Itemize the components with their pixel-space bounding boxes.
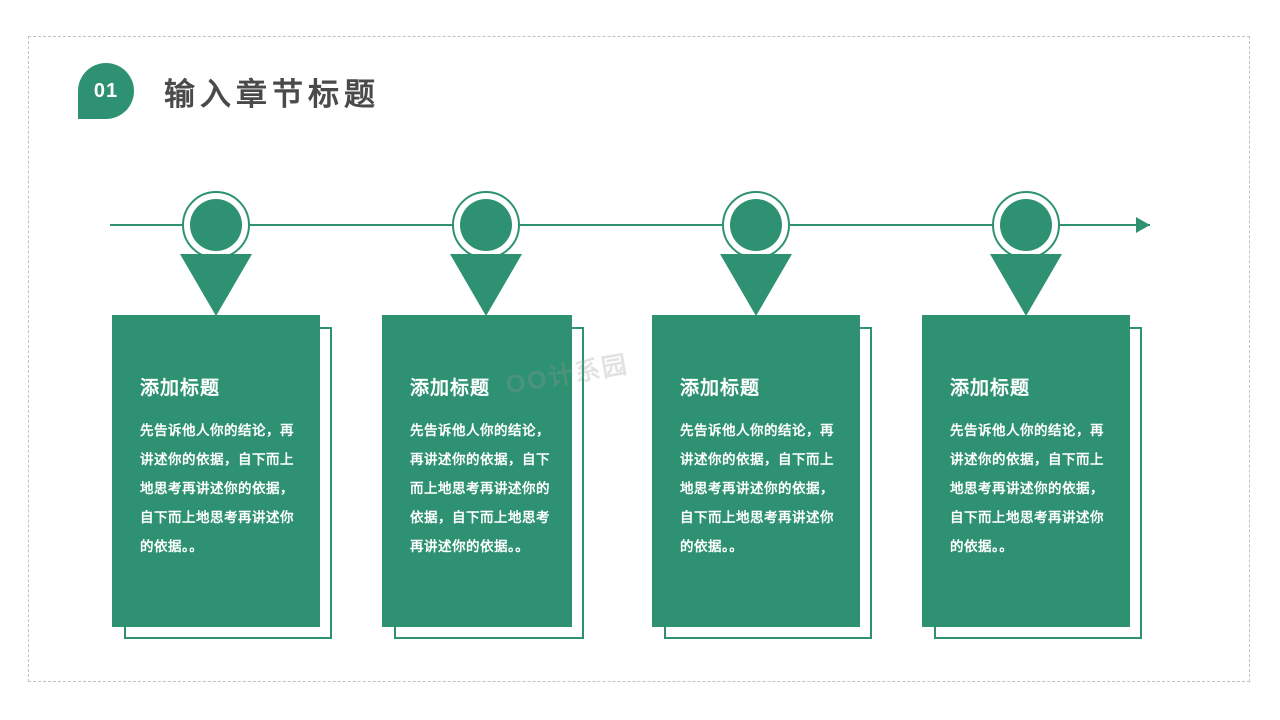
timeline-node-dot-icon [1000, 199, 1052, 251]
timeline-axis [110, 224, 1150, 226]
timeline-arrow-icon [1136, 217, 1150, 233]
card-title: 添加标题 [950, 378, 1031, 399]
timeline-node-4[interactable] [992, 191, 1060, 259]
card-1[interactable]: 添加标题 先告诉他人你的结论，再讲述你的依据，自下而上地思考再讲述你的依据，自下… [112, 315, 320, 627]
timeline-node-dot-icon [460, 199, 512, 251]
slide-dashed-border [28, 36, 1250, 682]
timeline-node-2[interactable] [452, 191, 520, 259]
timeline-node-dot-icon [190, 199, 242, 251]
card-3[interactable]: 添加标题 先告诉他人你的结论，再讲述你的依据，自下而上地思考再讲述你的依据，自下… [652, 315, 860, 627]
card-pointer-1 [180, 254, 252, 316]
section-number-badge: 01 [78, 63, 134, 119]
page-title: 输入章节标题 [164, 76, 380, 112]
timeline-node-3[interactable] [722, 191, 790, 259]
card-pointer-4 [990, 254, 1062, 316]
card-title: 添加标题 [680, 378, 761, 399]
card-4[interactable]: 添加标题 先告诉他人你的结论，再讲述你的依据，自下而上地思考再讲述你的依据，自下… [922, 315, 1130, 627]
card-body: 先告诉他人你的结论，再讲述你的依据，自下而上地思考再讲述你的依据，自下而上地思考… [140, 423, 294, 555]
timeline-node-dot-icon [730, 199, 782, 251]
card-pointer-2 [450, 254, 522, 316]
card-title: 添加标题 [410, 378, 491, 399]
card-body: 先告诉他人你的结论，再讲述你的依据，自下而上地思考再讲述你的依据，自下而上地思考… [680, 423, 834, 555]
timeline-node-1[interactable] [182, 191, 250, 259]
card-body: 先告诉他人你的结论，再讲述你的依据，自下而上地思考再讲述你的依据，自下而上地思考… [410, 423, 550, 555]
card-pointer-3 [720, 254, 792, 316]
card-body: 先告诉他人你的结论，再讲述你的依据，自下而上地思考再讲述你的依据，自下而上地思考… [950, 423, 1104, 555]
card-title: 添加标题 [140, 378, 221, 399]
card-2[interactable]: 添加标题 先告诉他人你的结论，再讲述你的依据，自下而上地思考再讲述你的依据，自下… [382, 315, 572, 627]
slide-header: 01 输入章节标题 [78, 63, 380, 119]
